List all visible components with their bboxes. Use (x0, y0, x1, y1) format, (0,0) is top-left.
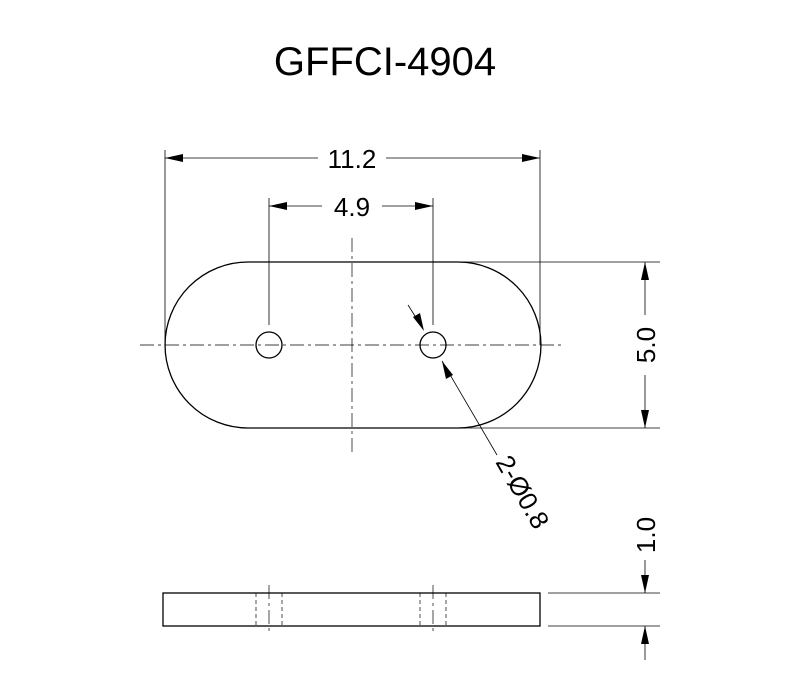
side-view-outline (162, 592, 541, 627)
dimension-hole-spacing: 4.9 (268, 192, 434, 325)
side-view (162, 585, 541, 634)
dimension-thickness: 1.0 (548, 517, 661, 660)
dimension-overall-length: 11.2 (164, 144, 541, 345)
hole-spacing-label: 4.9 (334, 192, 370, 222)
hole-right (419, 331, 447, 359)
arrowhead (641, 410, 649, 428)
hole-left (255, 331, 283, 359)
arrowhead (165, 154, 183, 162)
arrowhead (522, 154, 540, 162)
arrowhead (442, 361, 453, 379)
arrowhead (641, 626, 649, 644)
width-label: 5.0 (631, 327, 661, 363)
arrowhead (641, 262, 649, 280)
overall-length-label: 11.2 (328, 144, 377, 174)
thickness-label: 1.0 (631, 517, 661, 553)
arrowhead (269, 202, 287, 210)
dimension-hole-callout: 2-Ø0.8 (407, 304, 556, 534)
dimension-width: 5.0 (458, 261, 661, 429)
arrowhead (415, 202, 433, 210)
top-view (140, 238, 562, 452)
hole-callout-label: 2-Ø0.8 (490, 450, 556, 534)
arrowhead (641, 575, 649, 593)
part-number-title: GFFCI-4904 (274, 40, 496, 84)
arrowhead (413, 313, 424, 331)
